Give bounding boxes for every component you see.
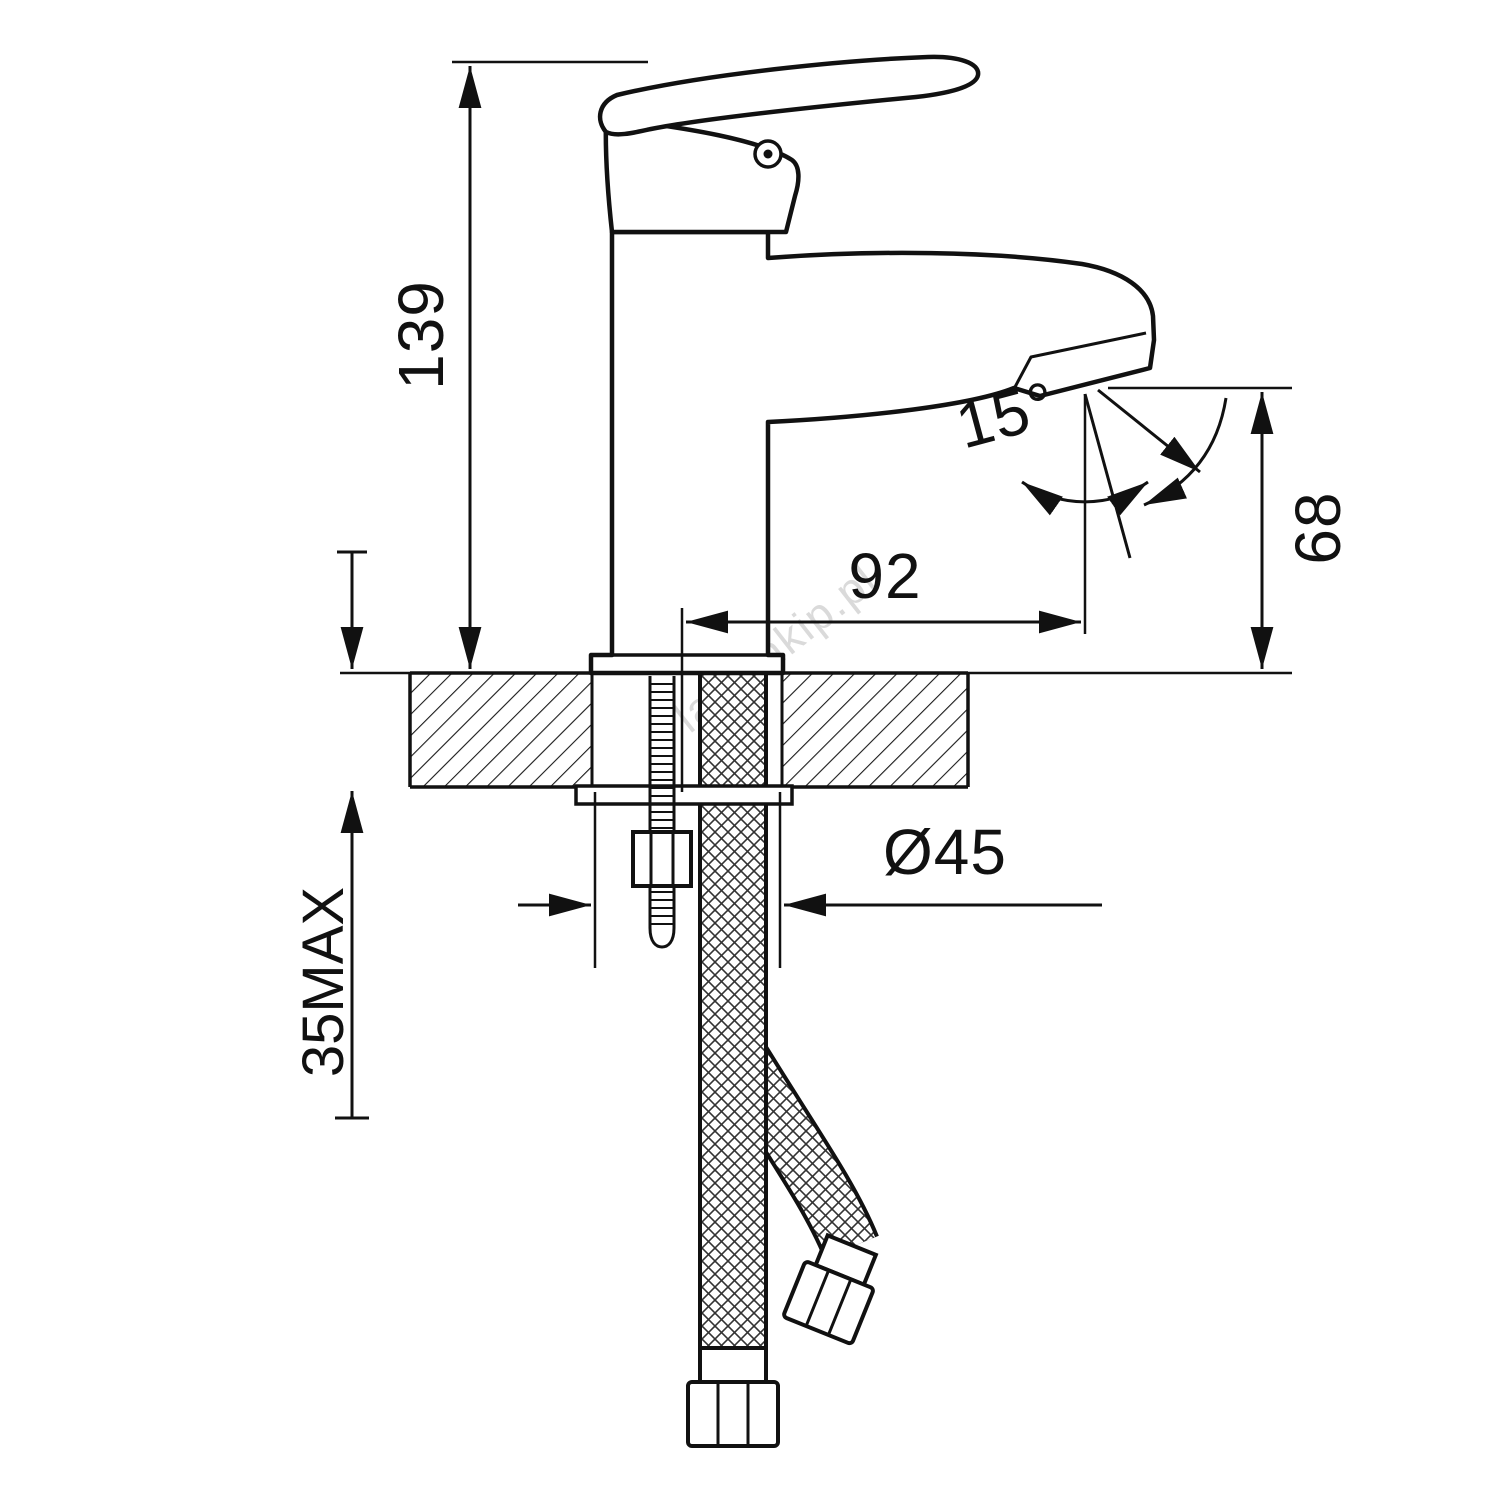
washer-plate	[574, 784, 794, 806]
handle-lever	[597, 54, 981, 137]
dimension-labels: 139 92 68 Ø45 15° 35MAX	[291, 280, 1354, 1077]
hose-fitting-bottom	[686, 1346, 780, 1448]
stud-tip	[648, 927, 676, 949]
stud-threads	[650, 680, 674, 926]
angle-arc	[1021, 480, 1149, 516]
dim-ticks-thickness	[335, 550, 369, 1120]
handle-base	[603, 115, 801, 235]
dim-label-reach: 92	[848, 540, 921, 612]
hose-collar-bottom	[698, 1346, 768, 1384]
mounting-nut-facets	[649, 832, 675, 886]
handle-screw-dot	[763, 149, 773, 159]
hose-nut-bottom	[686, 1380, 780, 1448]
mounting-nut	[631, 830, 693, 888]
aerator-seam	[1013, 331, 1147, 388]
dim-label-height: 139	[385, 280, 457, 390]
countertop-hole-edges	[590, 674, 784, 786]
dim-label-diameter: Ø45	[883, 816, 1007, 888]
dimensions	[335, 60, 1292, 1120]
hose-nut-bottom-facets	[716, 1382, 750, 1446]
mounting-hardware	[574, 676, 794, 949]
countertop-hatch-left	[410, 673, 592, 787]
dim-label-max-thickness: 35MAX	[291, 887, 356, 1077]
countertop-hatch-right	[782, 673, 968, 787]
hose-fitting-right	[782, 1232, 879, 1346]
faucet	[588, 54, 1157, 676]
hose-nut-right-facets	[804, 1269, 853, 1336]
dim-label-spout-height: 68	[1282, 491, 1354, 564]
water-stream-line	[1097, 388, 1201, 474]
extension-lines	[340, 60, 1292, 968]
water-stream-arc	[1143, 397, 1228, 507]
faucet-body-and-spout	[588, 229, 1157, 676]
angle-ray	[1083, 393, 1132, 559]
